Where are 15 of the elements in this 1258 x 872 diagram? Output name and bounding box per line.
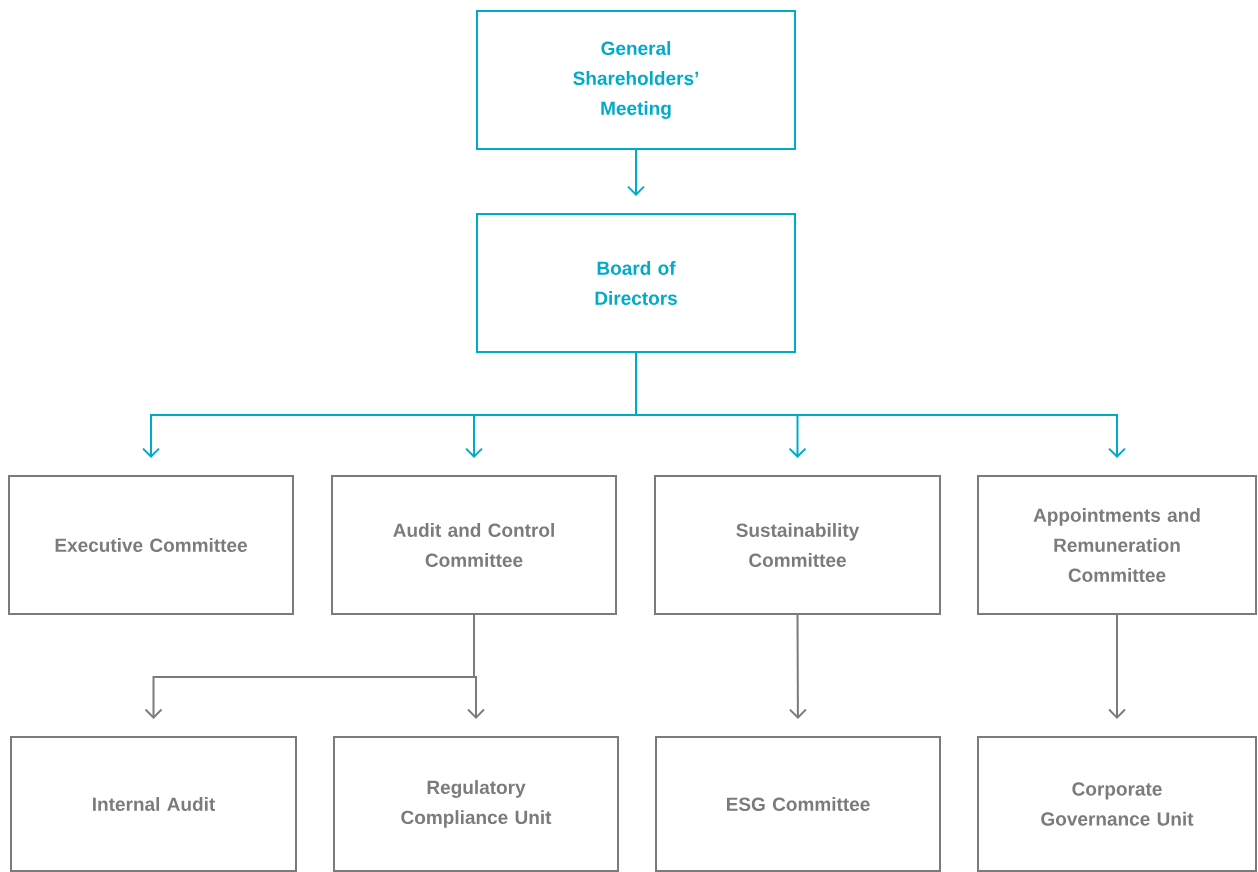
org-box: Board of Directors: [476, 213, 796, 353]
org-box: Regulatory Compliance Unit: [333, 736, 619, 872]
org-box: Appointments and Remuneration Committee: [977, 475, 1257, 615]
org-box: Sustainability Committee: [654, 475, 941, 615]
arrow: [635, 352, 1126, 458]
arrow: [627, 149, 645, 196]
org-box: Executive Committee: [8, 475, 294, 615]
arrow: [1108, 614, 1126, 719]
org-box: Internal Audit: [10, 736, 297, 872]
org-box: Audit and Control Committee: [331, 475, 617, 615]
arrow: [788, 614, 807, 719]
org-box: Corporate Governance Unit: [977, 736, 1257, 872]
org-box: General Shareholders’ Meeting: [476, 10, 796, 150]
org-box: ESG Committee: [655, 736, 941, 872]
arrow: [467, 614, 485, 719]
